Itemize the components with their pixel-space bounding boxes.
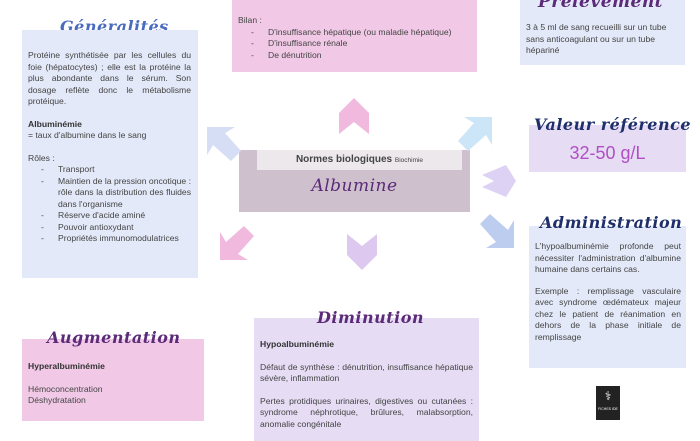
arrow-down-icon — [347, 234, 377, 270]
diminution-card: Hypoalbuminémie Défaut de synthèse : dén… — [254, 318, 479, 441]
prelevement-text: 3 à 5 ml de sang recueilli sur un tube s… — [526, 22, 667, 55]
diminution-label: Hypoalbuminémie — [260, 339, 335, 349]
administration-card: L'hypoalbuminémie profonde peut nécessit… — [529, 226, 686, 368]
list-item: D'insuffisance rénale — [238, 38, 471, 50]
logo: ⚕ FICHES IDE — [596, 386, 620, 420]
center-header: Normes biologiques Biochimie — [257, 150, 462, 170]
logo-text: FICHES IDE — [598, 407, 618, 411]
administration-text1: L'hypoalbuminémie profonde peut nécessit… — [535, 241, 681, 274]
bilan-label: Bilan : — [238, 15, 262, 25]
logo-icon: ⚕ — [604, 389, 612, 403]
administration-text2: Exemple : remplissage vasculaire avec sy… — [535, 285, 681, 342]
bilan-list: D'insuffisance hépatique (ou maladie hép… — [238, 27, 471, 62]
albuminemie-definition: = taux d'albumine dans le sang — [28, 130, 147, 140]
arrow-right-icon — [482, 165, 516, 197]
list-item: D'insuffisance hépatique (ou maladie hép… — [238, 27, 471, 39]
augmentation-title: Augmentation — [47, 328, 181, 347]
list-item: Déshydratation — [28, 395, 86, 405]
bilan-card: Bilan : D'insuffisance hépatique (ou mal… — [232, 0, 477, 72]
list-item: De dénutrition — [238, 50, 471, 62]
roles-label: Rôles : — [28, 152, 55, 163]
list-item: Propriétés immunomodulatrices — [28, 233, 191, 245]
administration-title: Administration — [540, 213, 683, 232]
generalites-intro: Protéine synthétisée par les cellules du… — [28, 50, 191, 106]
center-title: Albumine — [311, 176, 398, 196]
arrow-down-left-icon — [220, 226, 254, 260]
diminution-text1: Défaut de synthèse : dénutrition, insuff… — [260, 361, 473, 384]
prelevement-card — [520, 0, 685, 65]
valeur-card — [529, 125, 686, 172]
list-item: Maintien de la pression oncotique : rôle… — [28, 176, 191, 211]
list-item: Pouvoir antioxydant — [28, 222, 191, 234]
center-header-small: Biochimie — [394, 157, 424, 164]
center-header-text: Normes biologiques — [295, 154, 393, 165]
arrow-down-right-icon — [480, 214, 514, 248]
augmentation-label: Hyperalbuminémie — [28, 361, 105, 371]
valeur-title: Valeur référence — [534, 115, 692, 134]
valeur-value: 32-50 g/L — [569, 143, 646, 163]
list-item: Hémoconcentration — [28, 383, 103, 394]
roles-list: Transport Maintien de la pression oncoti… — [28, 164, 191, 245]
list-item: Transport — [28, 164, 191, 176]
prelevement-title: Prélèvement — [538, 0, 664, 12]
generalites-card: Protéine synthétisée par les cellules du… — [22, 30, 198, 278]
augmentation-card: Hyperalbuminémie Hémoconcentration Déshy… — [22, 339, 204, 421]
arrow-up-left-icon — [207, 127, 241, 161]
diminution-title: Diminution — [317, 308, 424, 327]
list-item: Réserve d'acide aminé — [28, 210, 191, 222]
arrow-up-right-icon — [458, 117, 492, 151]
albuminemie-label: Albuminémie — [28, 118, 82, 129]
diminution-text2: Pertes protidiques urinaires, digestives… — [260, 395, 473, 429]
arrow-up-icon — [339, 98, 369, 134]
